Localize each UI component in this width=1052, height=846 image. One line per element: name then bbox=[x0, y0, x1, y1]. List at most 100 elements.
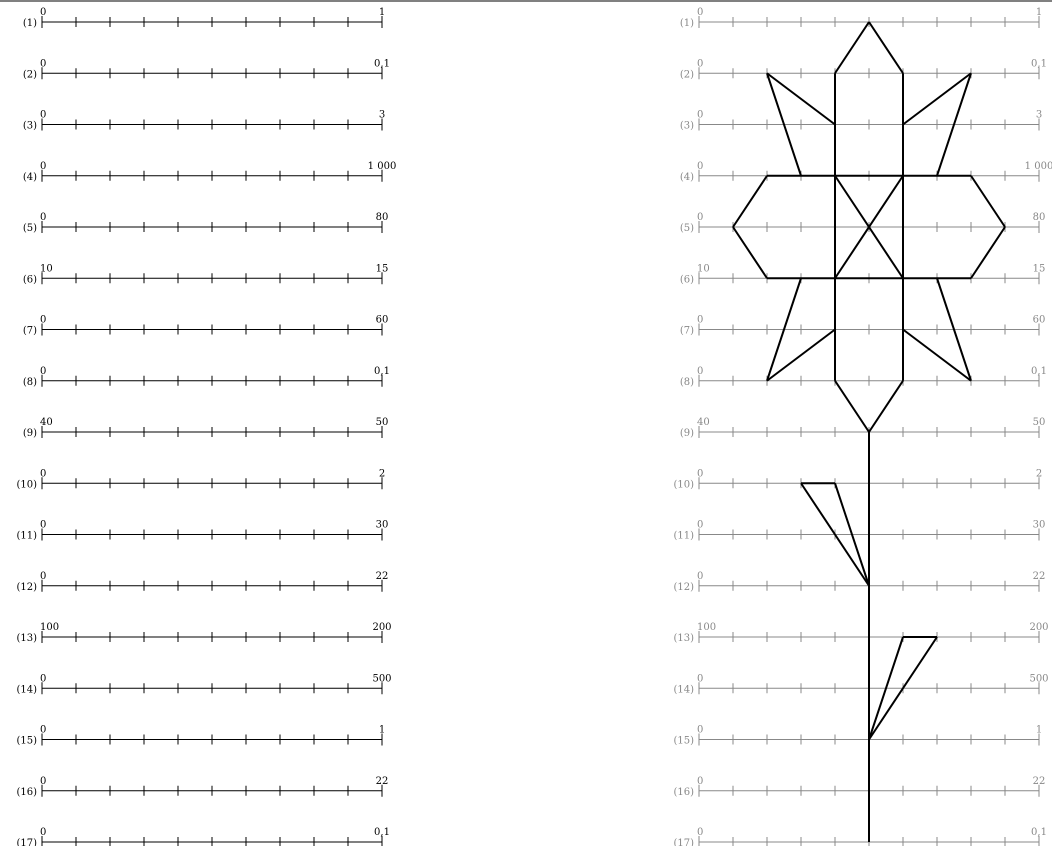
start-value-label: 0 bbox=[40, 7, 46, 18]
start-value-label: 0 bbox=[40, 315, 46, 326]
end-value-label: 3 bbox=[1036, 110, 1042, 121]
end-value-label: 0,1 bbox=[1031, 58, 1047, 69]
left-number-line: (12)0 22 bbox=[16, 571, 388, 593]
figure-segment bbox=[767, 330, 835, 381]
start-value-label: 0 bbox=[40, 673, 46, 684]
start-value-label: 0 bbox=[40, 212, 46, 223]
line-index-label: (17) bbox=[16, 838, 37, 846]
start-value-label: 0 bbox=[697, 7, 703, 18]
line-index-label: (4) bbox=[680, 172, 694, 183]
end-value-label: 2 bbox=[379, 468, 385, 479]
start-value-label: 10 bbox=[697, 263, 710, 274]
figure-segment bbox=[903, 330, 971, 381]
end-value-label: 30 bbox=[1033, 520, 1046, 531]
line-index-label: (10) bbox=[16, 479, 37, 490]
figure-segment bbox=[835, 381, 869, 432]
end-value-label: 50 bbox=[1033, 417, 1046, 428]
line-index-label: (8) bbox=[23, 377, 37, 388]
line-index-label: (15) bbox=[16, 736, 37, 747]
right-number-line: (12)022 bbox=[673, 571, 1045, 593]
start-value-label: 0 bbox=[697, 468, 703, 479]
end-value-label: 80 bbox=[376, 212, 389, 223]
start-value-label: 0 bbox=[697, 315, 703, 326]
end-value-label: 0,1 bbox=[374, 366, 390, 377]
end-value-label: 0,1 bbox=[374, 827, 390, 838]
start-value-label: 0 bbox=[40, 827, 46, 838]
start-value-label: 0 bbox=[40, 110, 46, 121]
line-index-label: (7) bbox=[23, 326, 37, 337]
end-value-label: 200 bbox=[1029, 622, 1048, 633]
figure-segment bbox=[733, 227, 767, 278]
figure-segment bbox=[903, 73, 971, 124]
right-number-line: (7)060 bbox=[680, 315, 1046, 337]
line-index-label: (5) bbox=[23, 223, 37, 234]
end-value-label: 60 bbox=[376, 315, 389, 326]
start-value-label: 0 bbox=[40, 468, 46, 479]
line-index-label: (14) bbox=[16, 684, 37, 695]
line-index-label: (12) bbox=[16, 582, 37, 593]
start-value-label: 0 bbox=[40, 520, 46, 531]
end-value-label: 1 bbox=[379, 725, 385, 736]
line-index-label: (3) bbox=[23, 121, 37, 132]
end-value-label: 0,1 bbox=[374, 58, 390, 69]
start-value-label: 40 bbox=[697, 417, 710, 428]
start-value-label: 0 bbox=[40, 571, 46, 582]
left-number-line: (7)0 60 bbox=[23, 315, 389, 337]
line-index-label: (5) bbox=[680, 223, 694, 234]
left-number-line: (5)0 80 bbox=[23, 212, 389, 234]
left-number-line: (17)0 0,1 bbox=[16, 827, 389, 846]
start-value-label: 0 bbox=[697, 161, 703, 172]
line-index-label: (12) bbox=[673, 582, 694, 593]
left-number-line: (16)0 22 bbox=[16, 776, 388, 798]
right-number-line: (11)030 bbox=[673, 520, 1045, 542]
line-index-label: (1) bbox=[23, 18, 37, 29]
right-number-line: (16)022 bbox=[673, 776, 1045, 798]
start-value-label: 0 bbox=[40, 161, 46, 172]
end-value-label: 22 bbox=[1033, 776, 1046, 787]
end-value-label: 1 000 bbox=[368, 161, 397, 172]
figure-segment bbox=[733, 176, 767, 227]
right-number-line: (3)0 3 bbox=[680, 110, 1042, 132]
end-value-label: 500 bbox=[1029, 673, 1048, 684]
line-index-label: (16) bbox=[16, 787, 37, 798]
end-value-label: 15 bbox=[376, 263, 389, 274]
line-index-label: (1) bbox=[680, 18, 694, 29]
end-value-label: 22 bbox=[376, 776, 389, 787]
end-value-label: 2 bbox=[1036, 468, 1042, 479]
line-index-label: (13) bbox=[673, 633, 694, 644]
end-value-label: 60 bbox=[1033, 315, 1046, 326]
start-value-label: 100 bbox=[697, 622, 716, 633]
start-value-label: 0 bbox=[697, 110, 703, 121]
figure-segment bbox=[971, 227, 1005, 278]
line-index-label: (2) bbox=[680, 69, 694, 80]
end-value-label: 22 bbox=[1033, 571, 1046, 582]
start-value-label: 0 bbox=[697, 212, 703, 223]
figure-segment bbox=[971, 176, 1005, 227]
start-value-label: 0 bbox=[697, 58, 703, 69]
line-index-label: (11) bbox=[673, 531, 694, 542]
start-value-label: 0 bbox=[40, 776, 46, 787]
line-index-label: (2) bbox=[23, 69, 37, 80]
start-value-label: 0 bbox=[697, 827, 703, 838]
start-value-label: 0 bbox=[40, 58, 46, 69]
end-value-label: 22 bbox=[376, 571, 389, 582]
right-number-line: (2)0 0,1 bbox=[680, 58, 1047, 80]
line-index-label: (15) bbox=[673, 736, 694, 747]
end-value-label: 200 bbox=[372, 622, 391, 633]
end-value-label: 15 bbox=[1033, 263, 1046, 274]
end-value-label: 1 bbox=[1036, 725, 1042, 736]
line-index-label: (3) bbox=[680, 121, 694, 132]
start-value-label: 0 bbox=[697, 776, 703, 787]
end-value-label: 1 bbox=[379, 7, 385, 18]
